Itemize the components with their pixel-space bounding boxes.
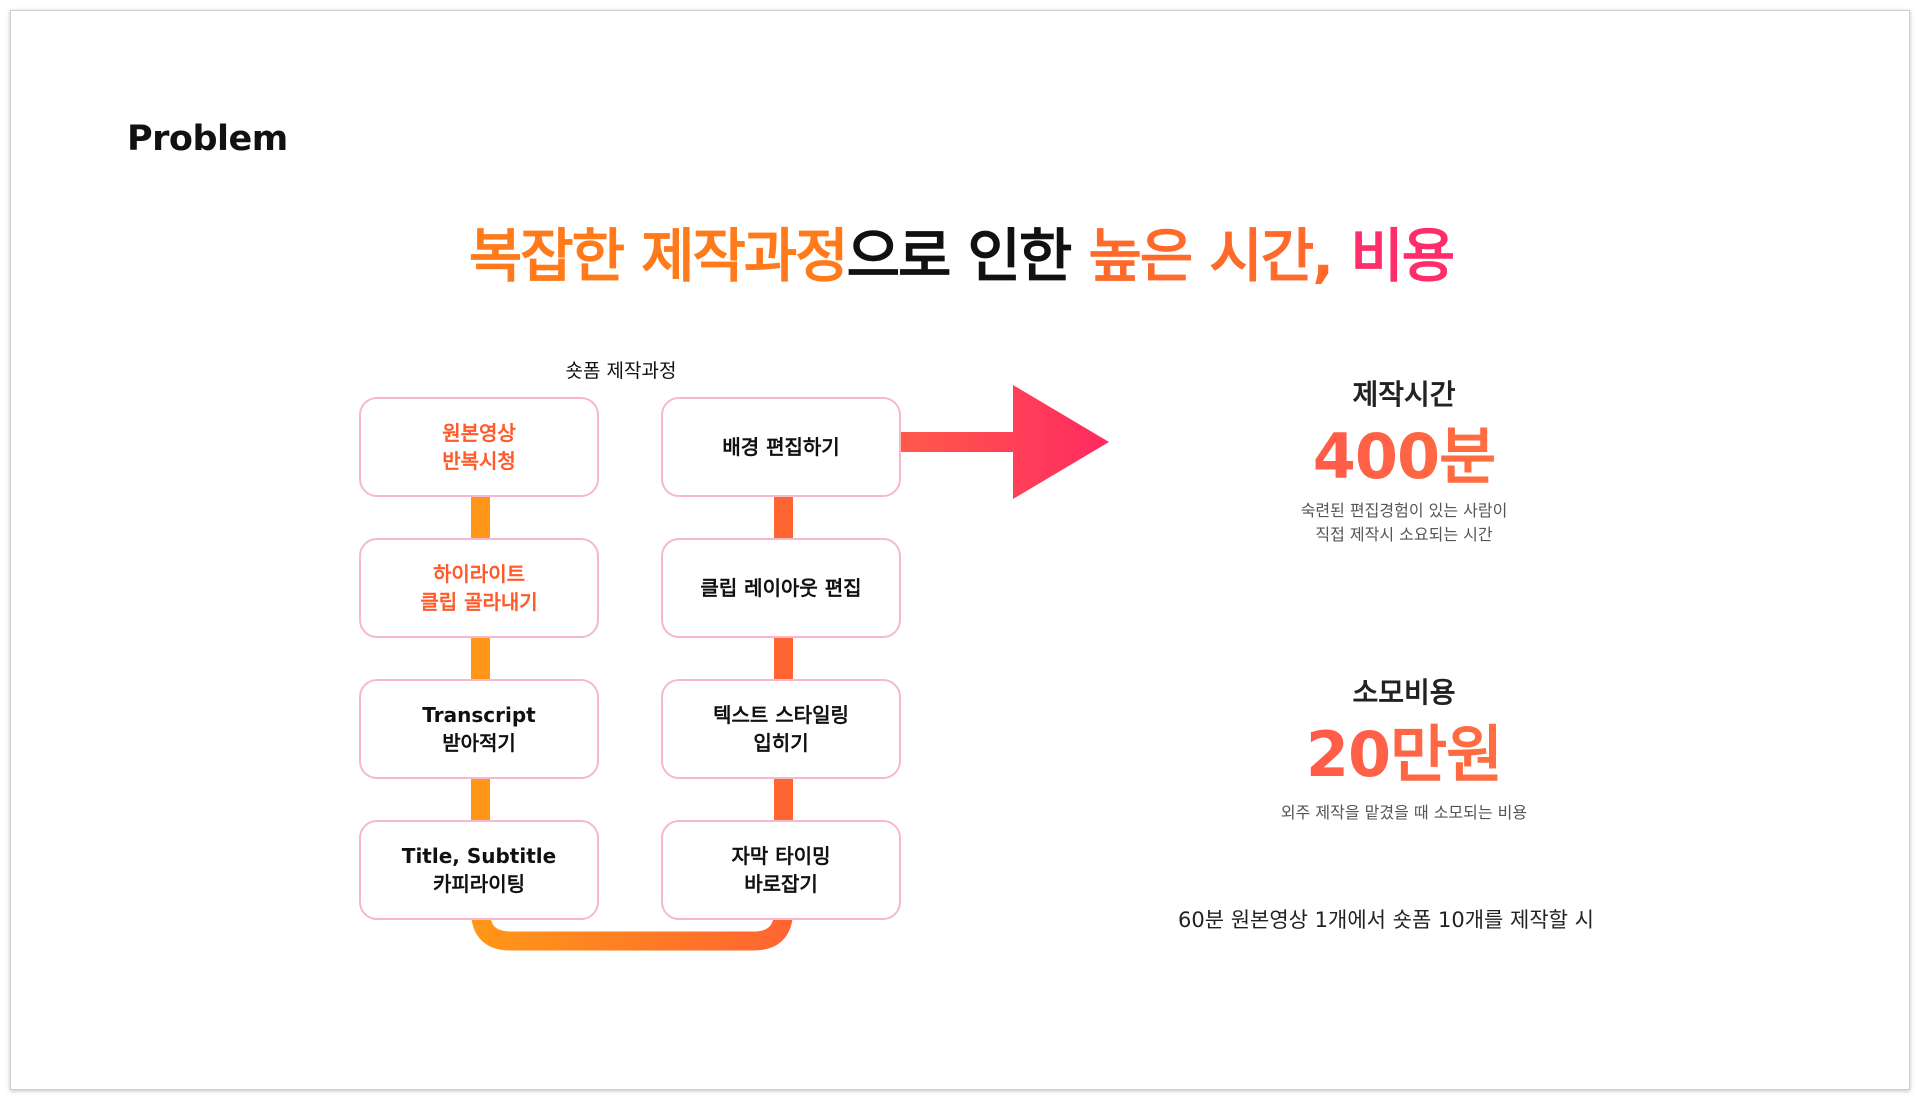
process-step: 클립 레이아웃 편집 xyxy=(661,538,901,638)
desc-line: 직접 제작시 소요되는 시간 xyxy=(1315,525,1493,544)
step-text: Transcript xyxy=(422,703,536,727)
stat-cost-value: 20만원 xyxy=(1204,704,1604,794)
connector-line xyxy=(471,636,490,682)
step-text: 받아적기 xyxy=(442,731,516,755)
step-text: 카피라이팅 xyxy=(433,872,525,896)
connector-line xyxy=(471,495,490,541)
stat-time-desc: 숙련된 편집경험이 있는 사람이 직접 제작시 소요되는 시간 xyxy=(1204,499,1604,547)
headline-part: 으로 인한 xyxy=(846,222,1089,290)
process-label: 숏폼 제작과정 xyxy=(565,360,677,382)
step-text: 바로잡기 xyxy=(744,872,818,896)
footer-note: 60분 원본영상 1개에서 숏폼 10개를 제작할 시 xyxy=(1178,908,1594,932)
step-text: 클립 골라내기 xyxy=(420,590,538,614)
connector-line xyxy=(774,777,793,823)
step-text: 클립 레이아웃 편집 xyxy=(700,576,862,600)
headline: 복잡한 제작과정으로 인한 높은 시간, 비용 xyxy=(11,209,1911,293)
stat-time-title: 제작시간 xyxy=(1352,378,1456,411)
headline-part: 복잡한 제작과정 xyxy=(468,222,849,290)
arrow-right-icon xyxy=(901,385,1109,499)
step-text: 텍스트 스타일링 xyxy=(713,703,849,727)
process-step: Transcript 받아적기 xyxy=(359,679,599,779)
step-text: 입히기 xyxy=(753,731,809,755)
connector-line xyxy=(471,777,490,823)
step-text: 원본영상 xyxy=(442,421,516,445)
headline-part: 높은 시간, xyxy=(1088,222,1351,290)
slide-frame: Problem 복잡한 제작과정으로 인한 높은 시간, 비용 숏폼 제작과정 … xyxy=(10,10,1910,1090)
step-text: 반복시청 xyxy=(442,449,516,473)
connector-line xyxy=(774,495,793,541)
stat-cost-title: 소모비용 xyxy=(1352,676,1456,709)
desc-line: 숙련된 편집경험이 있는 사람이 xyxy=(1300,501,1508,520)
process-step: 배경 편집하기 xyxy=(661,397,901,497)
stat-time-value: 400분 xyxy=(1204,406,1604,496)
headline-part: 비용 xyxy=(1350,222,1455,290)
stat-cost-desc: 외주 제작을 맡겼을 때 소모되는 비용 xyxy=(1280,803,1528,822)
connector-curve xyxy=(471,901,793,951)
step-text: Title, Subtitle xyxy=(401,844,557,868)
step-text: 배경 편집하기 xyxy=(722,435,840,459)
process-step: Title, Subtitle 카피라이팅 xyxy=(359,820,599,920)
section-label: Problem xyxy=(127,119,288,159)
step-text: 하이라이트 xyxy=(433,562,525,586)
connector-line xyxy=(774,636,793,682)
step-text: 자막 타이밍 xyxy=(731,844,831,868)
